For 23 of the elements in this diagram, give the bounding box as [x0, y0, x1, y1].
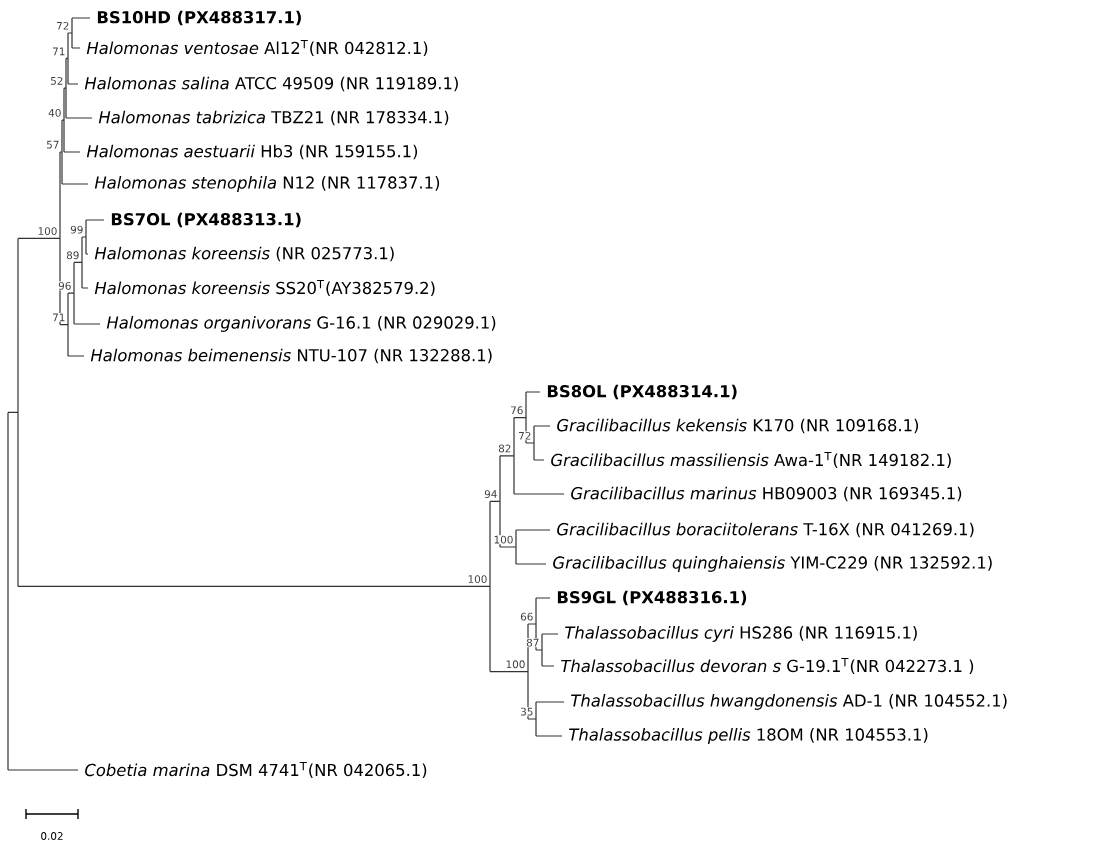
taxon-label: BS10HD (PX488317.1)	[97, 10, 301, 26]
taxon-label: Gracilibacillus boraciitolerans T-16X (NR 041269.1)	[557, 522, 974, 538]
taxon-label: Thalassobacillus hwangdonensis AD-1 (NR 104552.1)	[571, 694, 1007, 710]
taxon-label: Gracilibacillus marinus HB09003 (NR 169345.1)	[571, 486, 962, 502]
taxon-label: BS8OL (PX488314.1)	[547, 384, 737, 400]
taxon-label: Halomonas beimenensis NTU-107 (NR 132288.1)	[90, 348, 492, 364]
taxon-label: BS9GL (PX488316.1)	[557, 590, 747, 606]
taxon-label: Halomonas tabrizica TBZ21 (NR 178334.1)	[98, 110, 449, 126]
taxon-label: Gracilibacillus massiliensis Awa-1$^{T}$(NR 149182.1)	[551, 451, 951, 469]
taxon-label: Halomonas aestuarii Hb3 (NR 159155.1)	[86, 144, 418, 160]
taxon-label: Thalassobacillus devoran s G-19.1$^{T}$(NR 042273.1 )	[561, 657, 974, 675]
taxon-label: Thalassobacillus cyri HS286 (NR 116915.1)	[565, 626, 917, 642]
taxon-label: Gracilibacillus kekensis K170 (NR 109168.1)	[557, 418, 919, 434]
taxon-label: Halomonas koreensis SS20$^{T}$(AY382579.2)	[94, 279, 435, 297]
taxon-label: Thalassobacillus pellis 18OM (NR 104553.1)	[569, 728, 928, 744]
taxon-label: Halomonas ventosae Al12$^{T}$(NR 042812.1)	[86, 39, 428, 57]
taxon-label: Cobetia marina DSM 4741$^{T}$(NR 042065.1)	[85, 761, 427, 779]
taxon-label: Halomonas organivorans G-16.1 (NR 029029.1)	[106, 316, 496, 332]
taxon-label: Halomonas koreensis (NR 025773.1)	[94, 246, 394, 262]
taxon-label: BS7OL (PX488313.1)	[111, 212, 301, 228]
taxon-label: Halomonas stenophila N12 (NR 117837.1)	[94, 176, 440, 192]
taxon-label: Gracilibacillus quinghaiensis YIM-C229 (NR 132592.1)	[553, 556, 992, 572]
taxon-label: Halomonas salina ATCC 49509 (NR 119189.1)	[84, 76, 458, 92]
